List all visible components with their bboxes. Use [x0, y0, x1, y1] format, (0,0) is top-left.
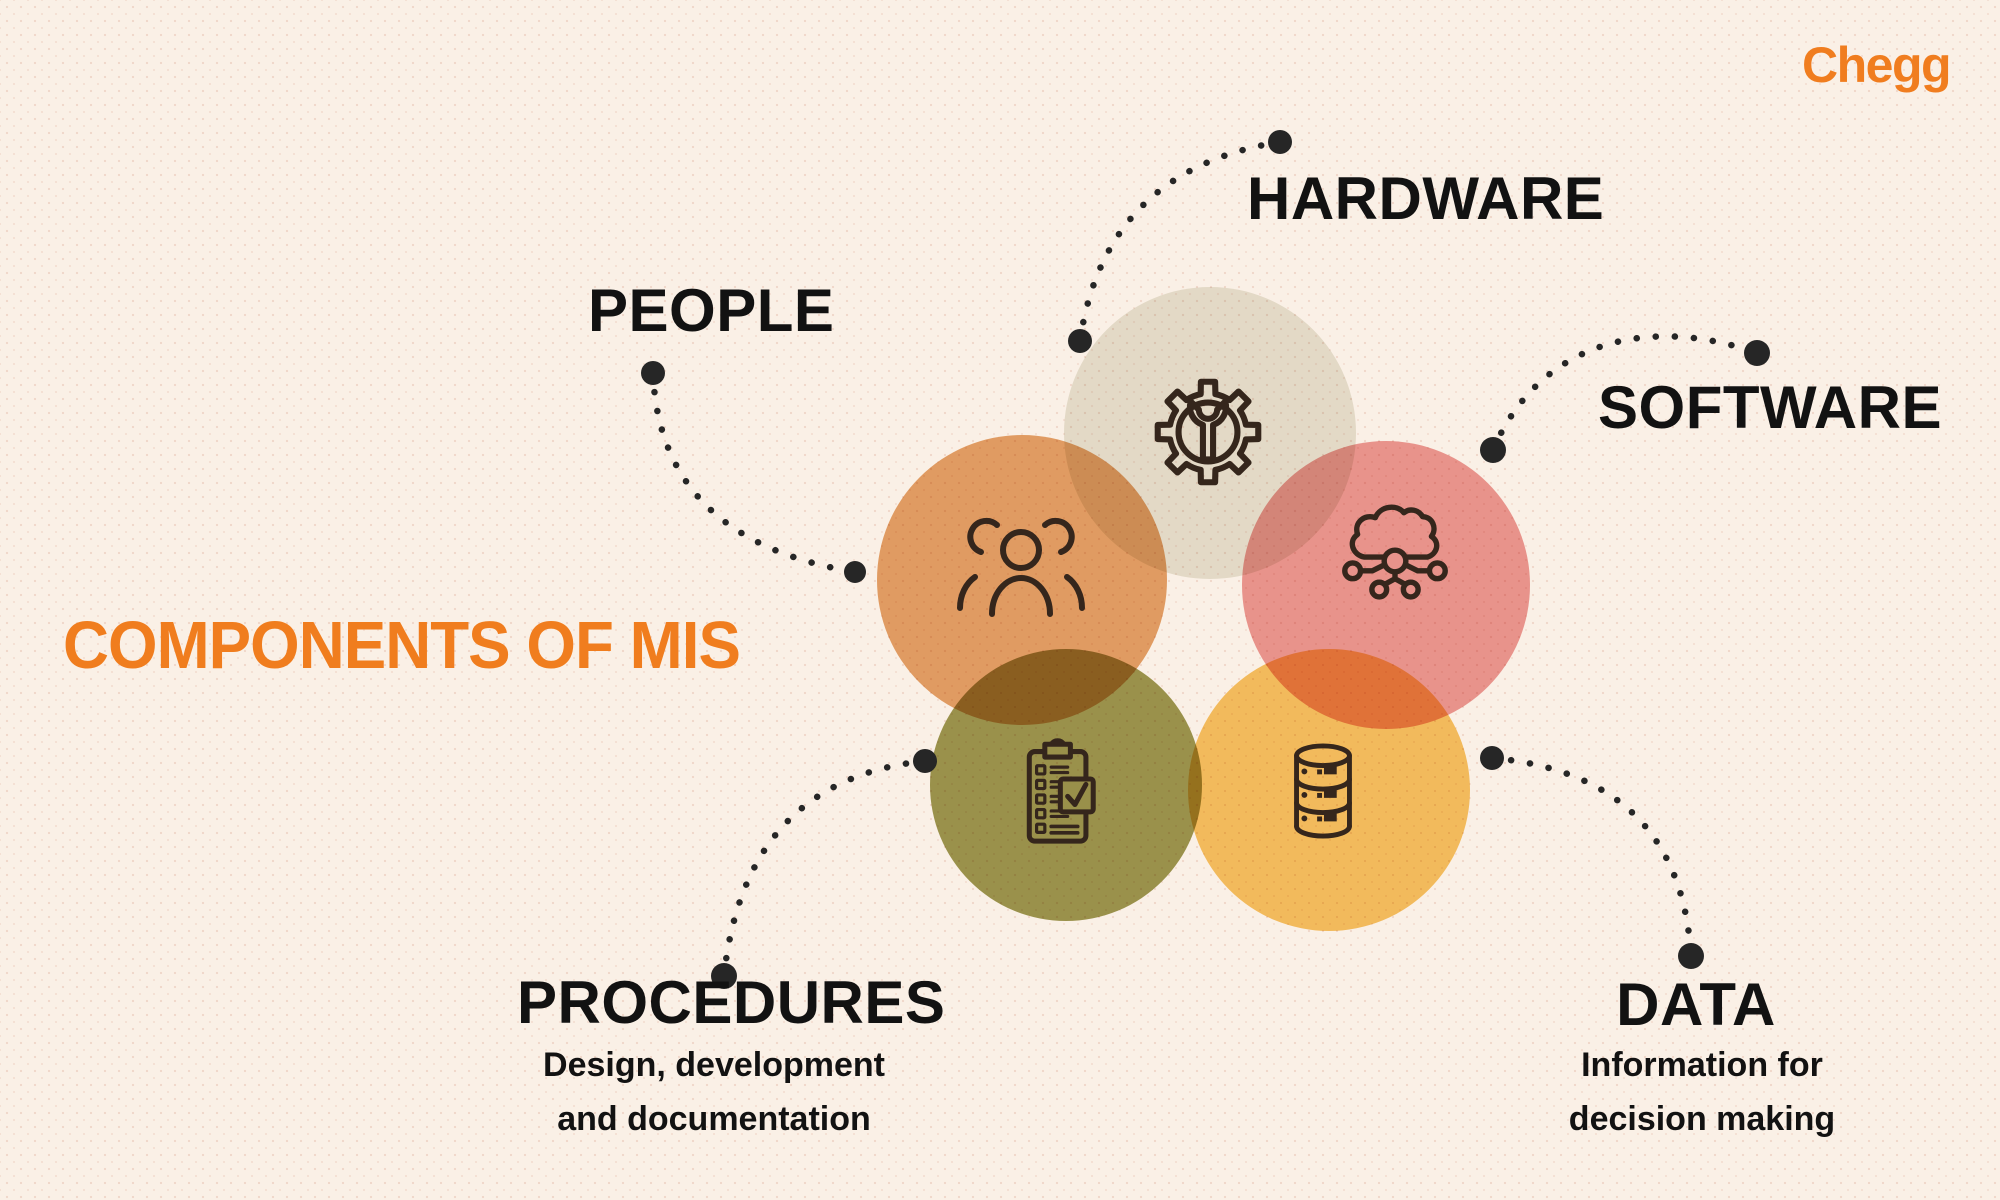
label-people: PEOPLE: [588, 277, 835, 344]
cloud-network-icon: [1321, 496, 1469, 624]
sublabel-procedures-line2: and documentation: [557, 1100, 871, 1138]
label-hardware: HARDWARE: [1247, 165, 1605, 232]
chegg-logo: Chegg: [1802, 37, 1952, 93]
people-group-icon: [946, 510, 1096, 630]
sublabel-data-line2: decision making: [1568, 1100, 1836, 1138]
label-procedures: PROCEDURES: [517, 969, 946, 1036]
gear-wrench-icon: [1142, 366, 1274, 498]
label-data: DATA: [1616, 971, 1776, 1038]
page-title: COMPONENTS OF MIS: [63, 608, 741, 683]
sublabel-data: Information for decision making: [1452, 1038, 1952, 1146]
sublabel-procedures: Design, development and documentation: [464, 1038, 964, 1146]
software-connector: [1480, 333, 1770, 463]
sublabel-data-line1: Information for: [1581, 1046, 1823, 1084]
data-connector: [1480, 746, 1704, 969]
clipboard-checklist-icon: [1009, 726, 1119, 863]
label-software: SOFTWARE: [1598, 374, 1942, 441]
sublabel-procedures-line1: Design, development: [543, 1046, 885, 1084]
procedures-connector: [711, 749, 937, 989]
database-icon: [1274, 732, 1372, 850]
people-connector: [641, 361, 866, 583]
hardware-connector: [1068, 130, 1292, 353]
